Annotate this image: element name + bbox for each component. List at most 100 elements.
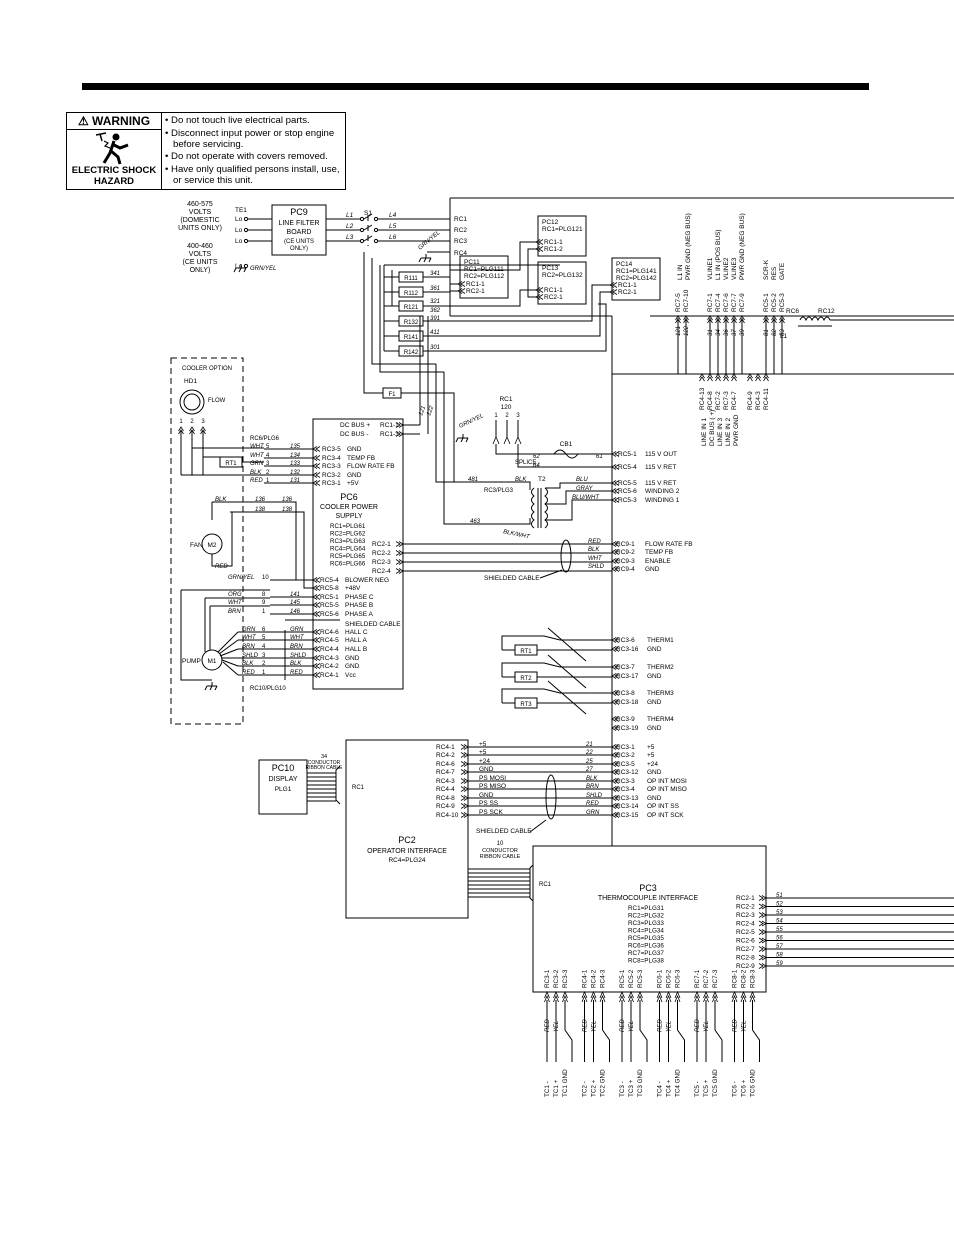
pin-number: 4	[262, 644, 266, 650]
shielded-cable-icon	[560, 539, 572, 573]
wire-color: BLK	[588, 547, 600, 553]
connector-arrow	[612, 282, 618, 288]
pc2-signal: GND	[479, 766, 494, 773]
pc11-board-label: RC2=PLG112	[464, 273, 505, 280]
pc6-title: PC6	[340, 492, 358, 502]
wire-color: RED	[250, 478, 263, 484]
pin-number: 4	[266, 453, 270, 459]
connector-arrow	[312, 637, 318, 643]
rc5-function: WINDING 1	[645, 497, 680, 504]
wire-number: 146	[290, 609, 301, 615]
top-connector-label: VLINE1	[707, 257, 714, 280]
pc2-title: PC2	[398, 835, 416, 845]
warning-item: Do not touch live electrical parts.	[165, 115, 345, 126]
connector-arrow	[611, 549, 617, 555]
thermocouple-label: TC2 -	[582, 1081, 589, 1097]
wire-color: YEL	[704, 1021, 710, 1032]
lower-connector-label: LINE IN 1	[701, 417, 708, 446]
connector-arrow-icon	[503, 435, 511, 445]
wire-number: RED	[586, 801, 599, 807]
connector-arrow	[611, 803, 617, 809]
line-label: L1	[346, 212, 354, 219]
rc3-pin: RC3-3	[616, 778, 635, 785]
pc6-pin-label: DC BUS -	[340, 431, 369, 438]
pc6-plug-label: RC5=PLG65	[330, 553, 366, 560]
resistor-label: R112	[404, 291, 419, 297]
terminal-icon	[243, 216, 249, 222]
pc10-label: PLG1	[275, 786, 292, 793]
pc3-rc2-pin: RC2-3	[736, 912, 755, 919]
connector-arrow	[611, 812, 617, 818]
line-label: L6	[389, 234, 397, 241]
wire-color: YEL	[592, 1021, 598, 1032]
thermocouple-label: TC2 +	[591, 1079, 598, 1097]
wire-number: 121	[676, 326, 682, 336]
connector-arrow	[315, 655, 321, 661]
connector-arrow-icon	[619, 994, 625, 1003]
pc6-function: TEMP FB	[347, 455, 375, 462]
connector-arrow-icon	[712, 990, 718, 999]
connector-arrow-icon	[749, 994, 756, 1003]
pc3-bottom-pin: RC8-1	[732, 969, 739, 988]
pc6-function: +48V	[345, 585, 361, 592]
connector-arrow-icon	[740, 994, 747, 1003]
connector-arrow-icon	[590, 990, 597, 999]
pc6-plug-label: RC3=PLG63	[330, 538, 366, 545]
pc6-plug-label: RC6=PLG66	[330, 561, 366, 568]
pc6-function: GND	[345, 663, 360, 670]
pc10-label: DISPLAY	[268, 776, 297, 783]
resistor-wire	[527, 248, 536, 298]
thermocouple-label: TC4 GND	[675, 1069, 682, 1097]
input-voltage-label: 400-460	[187, 243, 213, 250]
rc3-function: OP INT SCK	[647, 812, 684, 819]
pc9-label: (CE UNITS	[284, 239, 314, 245]
pc6-pin: RC4-6	[320, 629, 339, 636]
rc5-pin: RC5-1	[618, 451, 637, 458]
rc6-plg6-label: RC6/PLG6	[250, 436, 280, 442]
top-connector-pin: RC5-1	[763, 293, 770, 312]
pin-number: 3	[262, 653, 266, 659]
wire-number: 361	[430, 286, 440, 292]
thermistor-wire	[501, 662, 612, 677]
top-connector-label: PWR GND (NEG BUS)	[739, 213, 746, 280]
rc1-pin: 3	[516, 413, 520, 419]
connector-arrow	[731, 376, 737, 382]
wire-number: 81	[764, 329, 770, 336]
wire-number: 134	[290, 453, 301, 459]
connector-arrow	[723, 373, 729, 379]
top-connector-pin: RC7-5	[675, 293, 682, 312]
pc14-board-label: PC14	[616, 261, 633, 268]
pc6-pin: RC3-5	[322, 446, 341, 453]
ground-icon	[418, 257, 422, 263]
connector-arrow	[611, 778, 617, 784]
pc3-plug-label: RC4=PLG34	[628, 928, 664, 935]
wire-number: 321	[430, 299, 440, 305]
thermocouple-wire	[677, 1000, 685, 1062]
rc-label: RC2	[454, 227, 467, 234]
connector-arrow	[758, 946, 764, 952]
connector-arrow-icon	[544, 990, 550, 999]
pc3-rc2-pin: RC2-9	[736, 963, 755, 970]
pc6-function: PHASE A	[345, 611, 373, 618]
pc6-rc2-pin: RC2-4	[372, 568, 391, 575]
wire-number: 122	[684, 325, 690, 336]
connector-arrow	[614, 761, 620, 767]
connector-arrow	[612, 289, 618, 295]
connector-arrow	[312, 463, 318, 469]
wire-number: 64	[533, 463, 540, 469]
pump-label: PUMP	[182, 658, 201, 665]
pc6-pin-label: DC BUS +	[340, 422, 370, 429]
rc3-plg3-label: RC3/PLG3	[484, 488, 514, 494]
lower-connector-label: PWR GND	[733, 414, 740, 446]
wire-color: WHT	[242, 635, 257, 641]
top-connector-label: GATE	[779, 262, 786, 280]
wire-color: BLK	[242, 661, 254, 667]
fan-label: FAN	[190, 542, 203, 549]
rc1-pin: 2	[505, 413, 509, 419]
pin-number: 5	[266, 444, 270, 450]
connector-arrow	[460, 281, 466, 287]
rc5-function: 115 V RET	[645, 464, 676, 471]
cb1-breaker-icon	[553, 449, 579, 459]
connector-arrow	[758, 929, 764, 935]
ground-icon	[428, 257, 432, 263]
